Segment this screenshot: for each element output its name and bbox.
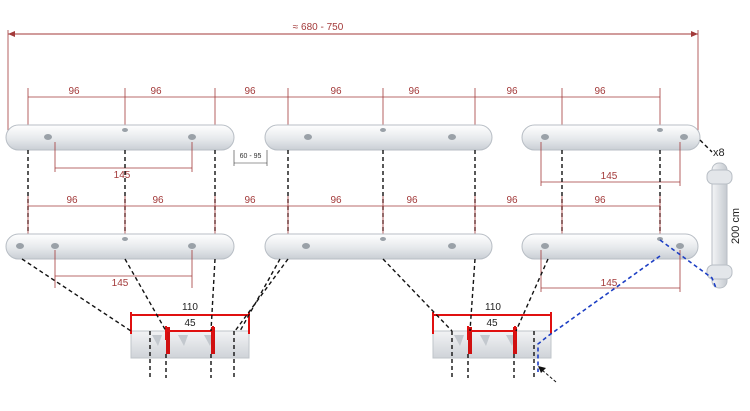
bottom-left-span-label: 145: [112, 278, 129, 289]
mid-segment-label-3: 96: [244, 195, 256, 206]
top-segment-label-7: 96: [594, 86, 606, 97]
mid-segment-label-6: 96: [506, 195, 518, 206]
count-label: x8: [713, 147, 725, 159]
rail-length-label: 200 cm: [730, 208, 742, 244]
top-hole-spans: [54, 142, 681, 186]
mid-segment-label-2: 96: [152, 195, 164, 206]
top-segment-label-5: 96: [408, 86, 420, 97]
mid-segment-label-1: 96: [66, 195, 78, 206]
bracket-right-width-label: 110: [485, 302, 501, 313]
overall-dimension: ≈ 680 - 750: [7, 22, 699, 138]
mid-segment-label-7: 96: [594, 195, 606, 206]
top-spacing-chain: [27, 88, 661, 130]
top-rail-left: [5, 124, 235, 151]
blue-guide-lines: [659, 239, 717, 289]
bottom-hole-spans: [54, 250, 681, 292]
bracket-guide-lines: [21, 258, 549, 378]
bracket-right-inner-label: 45: [486, 318, 498, 329]
blue-bracket-guide: [537, 255, 661, 372]
top-segment-label-2: 96: [150, 86, 162, 97]
bottom-rail-right: [521, 233, 699, 260]
top-left-span-label: 145: [114, 170, 131, 181]
top-segment-label-3: 96: [244, 86, 256, 97]
gap-label: 60 - 95: [240, 153, 262, 160]
bracket-left-inner-label: 45: [184, 318, 196, 329]
bottom-rail-left: [5, 233, 235, 260]
overall-length-label: ≈ 680 - 750: [293, 22, 344, 33]
bracket-right-dimensions: [432, 312, 552, 340]
top-rail-right: [521, 124, 701, 151]
vertical-rail: [706, 162, 733, 289]
top-rail-middle: [264, 124, 493, 151]
top-segment-label-6: 96: [506, 86, 518, 97]
top-right-span-label: 145: [601, 171, 618, 182]
mid-segment-label-5: 96: [406, 195, 418, 206]
pointer-arrow-icon: [538, 366, 557, 383]
bracket-right: [432, 327, 552, 359]
middle-spacing-chain: [27, 196, 661, 238]
bottom-rail-middle: [264, 233, 493, 260]
bottom-right-span-label: 145: [601, 278, 618, 289]
top-segment-label-4: 96: [330, 86, 342, 97]
bracket-left-width-label: 110: [182, 302, 198, 313]
mid-segment-label-4: 96: [330, 195, 342, 206]
row-connector-lines: [27, 139, 713, 238]
gap-dimension: 60 - 95: [233, 150, 268, 166]
top-segment-label-1: 96: [68, 86, 80, 97]
